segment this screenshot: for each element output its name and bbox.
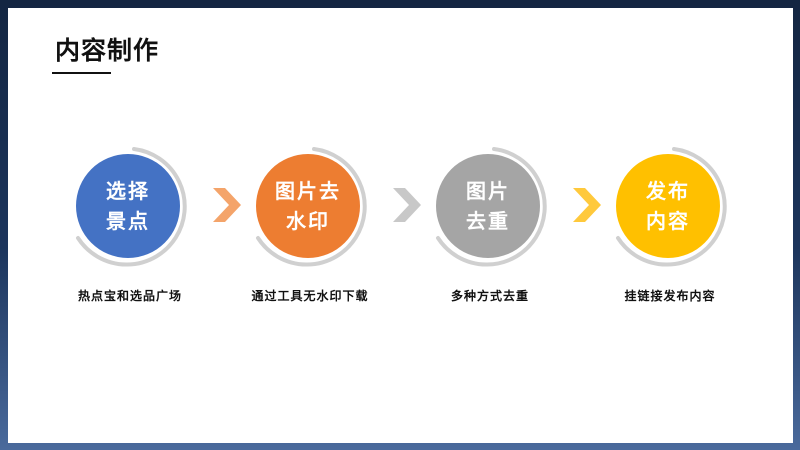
- step-circle: 图片 去重: [436, 154, 540, 258]
- step-label-line1: 发布: [646, 179, 690, 203]
- step-label-line2: 水印: [286, 209, 330, 233]
- chevron-right-icon: [393, 188, 421, 222]
- step-remove-watermark: 图片去 水印: [248, 146, 372, 270]
- progress-ring-icon: [436, 147, 547, 267]
- progress-ring-icon: [76, 147, 187, 267]
- step-circle: 选择 景点: [76, 154, 180, 258]
- slide-canvas: 内容制作 选择 景点 热点宝和选品广场 图片去 水印 通过工具无水印下载: [8, 8, 793, 443]
- progress-ring-icon: [256, 147, 367, 267]
- step-circle: 图片去 水印: [256, 154, 360, 258]
- step-circle: 发布 内容: [616, 154, 720, 258]
- step-select-spot: 选择 景点: [68, 146, 192, 270]
- chevron-right-icon: [213, 188, 241, 222]
- chevron-right-icon: [573, 188, 601, 222]
- step-publish-content: 发布 内容: [608, 146, 732, 270]
- page-title: 内容制作: [55, 36, 160, 65]
- step-label-line2: 内容: [646, 209, 690, 233]
- step-dedupe-image: 图片 去重: [428, 146, 552, 270]
- step-description: 多种方式去重: [450, 289, 529, 303]
- step-label-line2: 去重: [466, 209, 510, 233]
- step-label-line1: 图片去: [275, 179, 341, 203]
- step-description: 热点宝和选品广场: [77, 289, 182, 303]
- step-label-line1: 选择: [106, 179, 150, 203]
- title-underline: [52, 72, 111, 74]
- step-description: 挂链接发布内容: [624, 289, 716, 303]
- progress-ring-icon: [616, 147, 727, 267]
- step-description: 通过工具无水印下载: [251, 289, 369, 303]
- step-label-line1: 图片: [466, 179, 510, 203]
- step-label-line2: 景点: [106, 209, 150, 233]
